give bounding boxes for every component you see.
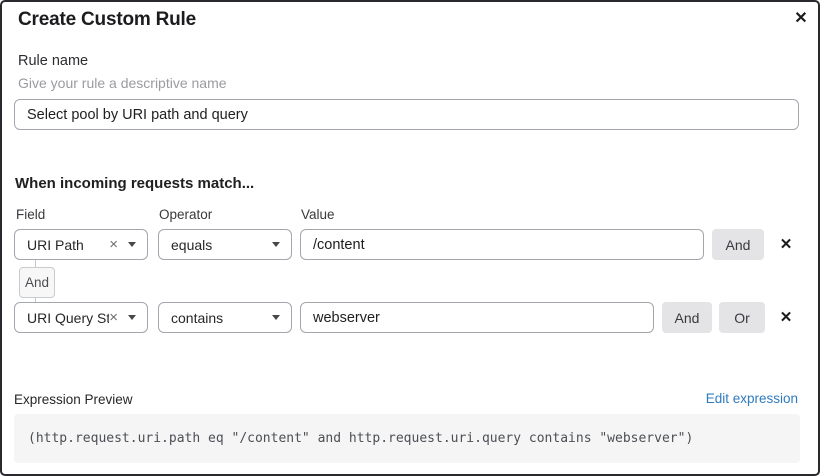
- row1-operator-select[interactable]: equals: [158, 229, 292, 260]
- connector-line-bottom: [35, 297, 36, 303]
- chevron-down-icon: [128, 315, 136, 320]
- rule-name-label: Rule name: [18, 53, 89, 69]
- row2-field-select[interactable]: URI Query St... ×: [14, 302, 148, 333]
- row1-operator-value: equals: [171, 236, 213, 253]
- operator-column-label: Operator: [159, 207, 213, 222]
- row1-and-button[interactable]: And: [712, 229, 764, 260]
- match-heading: When incoming requests match...: [15, 175, 255, 192]
- expression-code-box: (http.request.uri.path eq "/content" and…: [14, 414, 800, 463]
- row2-remove-icon[interactable]: ✕: [777, 302, 795, 333]
- expression-code: (http.request.uri.path eq "/content" and…: [28, 431, 694, 446]
- chevron-down-icon: [272, 315, 280, 320]
- chevron-down-icon: [272, 242, 280, 247]
- chevron-down-icon: [128, 242, 136, 247]
- row2-field-value: URI Query St...: [27, 309, 110, 326]
- field-column-label: Field: [16, 207, 46, 222]
- connector-line-top: [35, 260, 36, 268]
- row2-value-input[interactable]: [300, 302, 654, 333]
- row1-field-select[interactable]: URI Path ×: [14, 229, 148, 260]
- row1-value-input[interactable]: [300, 229, 704, 260]
- row2-field-clear-icon[interactable]: ×: [109, 309, 118, 326]
- row1-field-value: URI Path: [27, 236, 84, 253]
- edit-expression-link[interactable]: Edit expression: [705, 391, 798, 406]
- close-icon[interactable]: ✕: [789, 7, 813, 31]
- value-column-label: Value: [301, 207, 335, 222]
- row2-or-button[interactable]: Or: [719, 302, 765, 333]
- rule-name-helper: Give your rule a descriptive name: [18, 75, 227, 91]
- row2-operator-value: contains: [171, 309, 224, 326]
- row1-field-clear-icon[interactable]: ×: [109, 236, 118, 253]
- row1-remove-icon[interactable]: ✕: [777, 229, 795, 260]
- dialog-title: Create Custom Rule: [18, 9, 196, 30]
- expression-preview-label: Expression Preview: [14, 392, 133, 407]
- connector-and-badge: And: [19, 267, 55, 298]
- row2-operator-select[interactable]: contains: [158, 302, 292, 333]
- row2-and-button[interactable]: And: [662, 302, 712, 333]
- rule-name-input[interactable]: [14, 99, 799, 130]
